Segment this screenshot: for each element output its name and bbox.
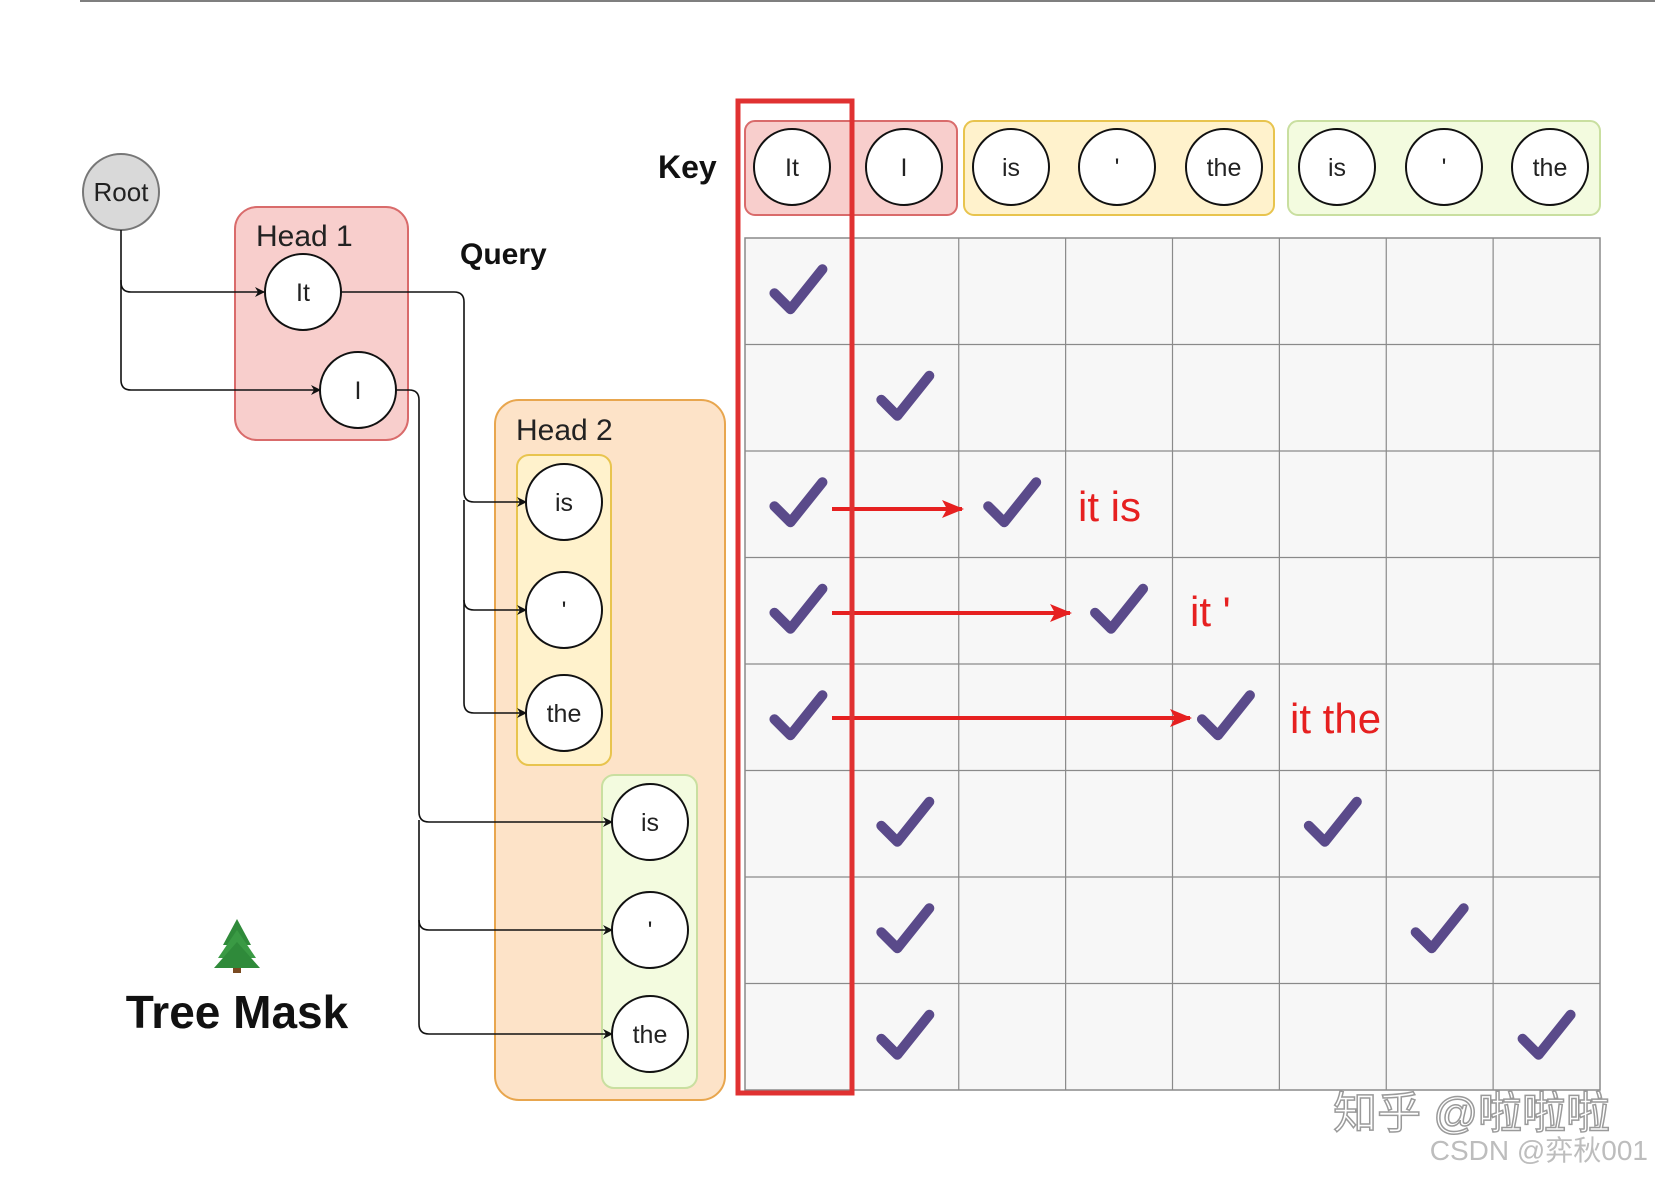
- query-node-4-label: the: [547, 700, 582, 728]
- query-node-6: ': [611, 891, 689, 969]
- key-node-0-circle: [753, 128, 831, 206]
- query-node-4: the: [525, 674, 603, 752]
- query-node-0-label: It: [296, 279, 310, 307]
- query-node-2: is: [525, 463, 603, 541]
- query-node-5-label: is: [641, 809, 659, 837]
- key-node-5-circle: [1298, 128, 1376, 206]
- it-column-highlight: [735, 98, 855, 1096]
- query-node-7-circle: [611, 995, 689, 1073]
- query-node-3-label: ': [562, 597, 567, 625]
- query-label: Query: [460, 238, 547, 271]
- head1-label: Head 1: [256, 220, 353, 253]
- query-node-3: ': [525, 571, 603, 649]
- tree-icon: [214, 919, 260, 973]
- query-node-1-circle: [319, 351, 397, 429]
- key-node-7-label: the: [1533, 154, 1568, 182]
- query-node-4-circle: [525, 674, 603, 752]
- annotation-it-is: it is: [1078, 483, 1141, 530]
- key-node-6-circle: [1405, 128, 1483, 206]
- edge-i-is: [396, 389, 613, 827]
- edge-it-the: [463, 600, 527, 718]
- tree-edges: [120, 230, 613, 1039]
- edge-i-the: [418, 920, 613, 1039]
- query-node-2-circle: [525, 463, 603, 541]
- head2-label: Head 2: [516, 414, 613, 447]
- tree-mask-title: Tree Mask: [126, 986, 349, 1038]
- key-label: Key: [658, 149, 717, 185]
- query-node-0: It: [264, 253, 342, 331]
- key-node-1-circle: [865, 128, 943, 206]
- key-node-1-label: I: [901, 154, 908, 182]
- key-node-3-circle: [1078, 128, 1156, 206]
- query-node-3-circle: [525, 571, 603, 649]
- watermark-csdn: CSDN @弈秋001: [1430, 1135, 1648, 1166]
- key-node-7-circle: [1511, 128, 1589, 206]
- key-node-0-label: It: [785, 154, 799, 182]
- key-node-2: is: [972, 128, 1050, 206]
- key-node-2-circle: [972, 128, 1050, 206]
- mask-grid: [744, 237, 1601, 1091]
- key-node-3-label: ': [1115, 154, 1120, 182]
- key-node-4: the: [1185, 128, 1263, 206]
- query-node-6-label: ': [648, 917, 653, 945]
- key-node-6: ': [1405, 128, 1483, 206]
- query-node-2-label: is: [555, 489, 573, 517]
- key-node-2-label: is: [1002, 154, 1020, 182]
- query-node-5-circle: [611, 783, 689, 861]
- query-node-7: the: [611, 995, 689, 1073]
- key-node-0: It: [753, 128, 831, 206]
- key-node-4-label: the: [1207, 154, 1242, 182]
- key-node-3: ': [1078, 128, 1156, 206]
- root-label: Root: [94, 177, 150, 207]
- edge-root-i: [120, 280, 321, 395]
- query-node-1-label: I: [355, 377, 362, 405]
- query-node-5: is: [611, 783, 689, 861]
- query-node-0-circle: [264, 253, 342, 331]
- key-node-5-label: is: [1328, 154, 1346, 182]
- key-node-7: the: [1511, 128, 1589, 206]
- edge-it-is: [341, 291, 527, 507]
- key-node-6-label: ': [1442, 154, 1447, 182]
- watermark-zhihu: 知乎 @啦啦啦: [1333, 1089, 1610, 1138]
- query-node-6-circle: [611, 891, 689, 969]
- key-node-4-circle: [1185, 128, 1263, 206]
- query-node-1: I: [319, 351, 397, 429]
- key-node-1: I: [865, 128, 943, 206]
- annotation-it-apos: it ': [1190, 588, 1231, 635]
- annotation-it-the: it the: [1290, 695, 1381, 742]
- query-node-7-label: the: [633, 1021, 668, 1049]
- key-node-5: is: [1298, 128, 1376, 206]
